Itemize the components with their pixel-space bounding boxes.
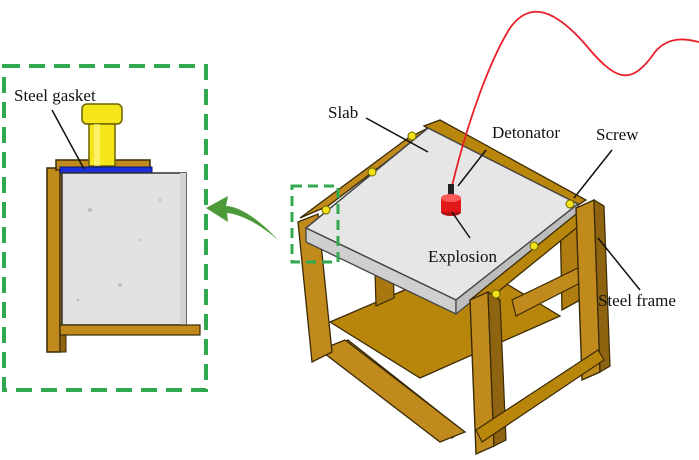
- frame-bottom-front-bar: [475, 349, 605, 443]
- detonator-charge-icon: [441, 184, 461, 216]
- label-detonator: Detonator: [492, 123, 560, 142]
- label-steel-frame: Steel frame: [598, 291, 676, 310]
- zoom-inset: Steel gasket: [2, 64, 208, 392]
- inset-steel-gasket: [59, 166, 153, 174]
- test-setup: Slab Detonator Screw Explosion Steel fra…: [290, 10, 699, 456]
- callout-arrow-icon: [206, 196, 278, 240]
- slab-top: [304, 127, 580, 301]
- leader-explosion: [451, 211, 471, 239]
- inset-bolt-icon: [81, 103, 123, 167]
- leader-screw: [573, 149, 613, 199]
- frame-bottom-front: [318, 339, 467, 443]
- label-screw: Screw: [596, 125, 639, 144]
- label-explosion: Explosion: [428, 247, 497, 266]
- label-steel-gasket: Steel gasket: [14, 86, 96, 105]
- slab-corner-callout-box: [290, 184, 340, 264]
- leader-detonator: [457, 149, 487, 187]
- inset-gasket-leader: [51, 109, 85, 170]
- frame-post-right-inner: [593, 198, 611, 374]
- leader-slab: [365, 117, 429, 153]
- inset-slab: [61, 172, 187, 326]
- label-slab: Slab: [328, 103, 358, 122]
- inset-dashed-frame: [2, 64, 208, 392]
- inset-lower-bar: [59, 324, 201, 336]
- bolt-icon: [321, 131, 575, 299]
- detonator-wire: [451, 10, 699, 187]
- leader-steel-frame: [597, 237, 641, 291]
- frame-post-left-front: [297, 213, 333, 364]
